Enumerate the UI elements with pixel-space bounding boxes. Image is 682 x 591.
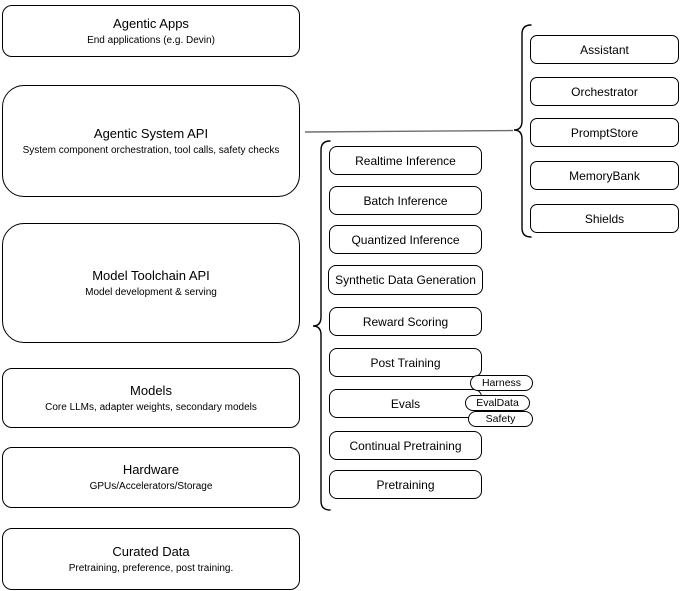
box-agentic-apps: Agentic Apps End applications (e.g. Devi… — [2, 5, 300, 57]
box-hardware: Hardware GPUs/Accelerators/Storage — [2, 447, 300, 508]
toolchain-item-continual-pretraining: Continual Pretraining — [329, 431, 482, 460]
box-title: Agentic System API — [93, 125, 209, 141]
toolchain-item-label: Evals — [390, 396, 421, 411]
box-subtitle: End applications (e.g. Devin) — [87, 34, 215, 46]
eval-pill-evaldata: EvalData — [465, 395, 530, 411]
toolchain-brace-icon — [312, 140, 331, 511]
box-title: Curated Data — [112, 543, 190, 559]
component-label: Assistant — [580, 42, 629, 57]
toolchain-item-label: Pretraining — [376, 477, 435, 492]
box-subtitle: Core LLMs, adapter weights, secondary mo… — [45, 401, 257, 413]
toolchain-item-label: Post Training — [370, 355, 441, 370]
component-promptstore: PromptStore — [530, 118, 679, 147]
component-orchestrator: Orchestrator — [530, 77, 679, 106]
component-assistant: Assistant — [530, 35, 679, 64]
box-subtitle: Model development & serving — [85, 286, 217, 298]
eval-pill-label: EvalData — [476, 397, 519, 409]
box-title: Models — [130, 382, 172, 398]
toolchain-item-batch-inference: Batch Inference — [329, 186, 482, 215]
box-title: Hardware — [122, 462, 180, 477]
eval-pill-label: Safety — [485, 413, 516, 425]
toolchain-item-post-training: Post Training — [329, 348, 482, 377]
toolchain-item-label: Quantized Inference — [351, 232, 460, 247]
components-brace-icon — [513, 24, 532, 238]
eval-pill-harness: Harness — [470, 375, 533, 391]
eval-pill-safety: Safety — [468, 411, 533, 427]
box-subtitle: Pretraining, preference, post training. — [68, 562, 234, 574]
box-title: Agentic Apps — [113, 15, 189, 31]
toolchain-item-label: Realtime Inference — [355, 153, 456, 168]
box-curated-data: Curated Data Pretraining, preference, po… — [2, 528, 300, 590]
box-model-toolchain-api: Model Toolchain API Model development & … — [2, 223, 300, 343]
toolchain-item-label: Synthetic Data Generation — [335, 273, 476, 287]
connector-line — [304, 129, 514, 133]
component-memorybank: MemoryBank — [530, 161, 679, 190]
component-label: Shields — [584, 211, 625, 226]
eval-pill-label: Harness — [481, 377, 522, 389]
component-label: MemoryBank — [569, 168, 640, 183]
toolchain-item-evals: Evals — [329, 389, 482, 418]
box-title: Model Toolchain API — [92, 267, 210, 283]
box-subtitle: GPUs/Accelerators/Storage — [89, 481, 213, 492]
toolchain-item-realtime-inference: Realtime Inference — [329, 146, 482, 175]
toolchain-item-reward-scoring: Reward Scoring — [329, 307, 482, 336]
toolchain-item-pretraining: Pretraining — [329, 470, 482, 499]
component-shields: Shields — [530, 204, 679, 233]
box-agentic-system-api: Agentic System API System component orch… — [2, 85, 300, 197]
box-subtitle: System component orchestration, tool cal… — [22, 144, 280, 156]
toolchain-item-label: Continual Pretraining — [349, 438, 462, 453]
component-label: Orchestrator — [571, 84, 638, 99]
toolchain-item-label: Batch Inference — [363, 193, 448, 208]
toolchain-item-label: Reward Scoring — [362, 314, 449, 329]
component-label: PromptStore — [570, 125, 639, 140]
toolchain-item-synthetic-data-generation: Synthetic Data Generation — [328, 265, 483, 295]
box-models: Models Core LLMs, adapter weights, secon… — [2, 368, 300, 428]
toolchain-item-quantized-inference: Quantized Inference — [329, 225, 482, 254]
